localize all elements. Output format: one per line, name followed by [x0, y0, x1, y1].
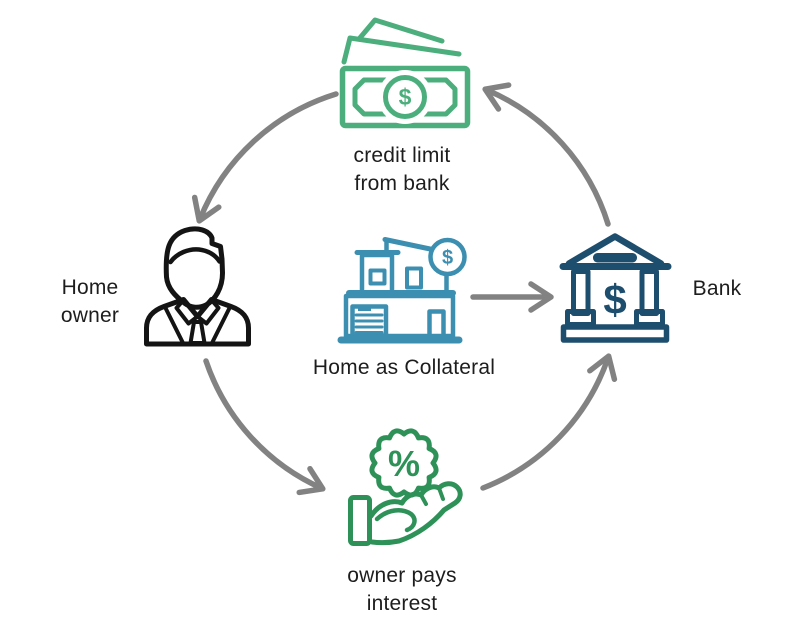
bank-label: Bank — [682, 275, 752, 303]
home-owner-label-line1: Home — [61, 276, 119, 299]
person-collar-left — [174, 298, 200, 326]
banknote-dollar-circle — [383, 75, 427, 119]
bank-column-base-right — [634, 309, 665, 327]
hand-outline — [368, 481, 463, 546]
house-tower — [359, 252, 395, 296]
house-door — [427, 309, 446, 339]
bank-icon: $ — [559, 233, 672, 343]
house-dollar-circle — [428, 237, 467, 277]
arrow-owner-to-interest — [203, 358, 326, 496]
bank-pediment-slot — [593, 253, 637, 263]
arrow-interest-to-bank — [480, 353, 618, 491]
home-owner-label-line2: owner — [60, 304, 120, 327]
hand-finger-gap-1 — [419, 493, 428, 506]
arrow-credit-to-owner — [191, 91, 339, 224]
credit-limit-label-line2: from bank — [354, 172, 450, 195]
flow-arrows — [191, 82, 618, 496]
interest-label-line1: owner pays — [347, 564, 457, 587]
person-collar-right — [195, 298, 221, 326]
hand-thumb — [374, 508, 417, 533]
hand-finger-gap-2 — [437, 486, 445, 501]
person-lapel-left — [164, 307, 185, 345]
collateral-label: Home as Collateral — [294, 354, 514, 382]
interest-label-line2: interest — [366, 592, 438, 615]
hand-cuff — [348, 495, 372, 546]
credit-limit-label-line1: credit limit — [353, 144, 451, 167]
person-hairline — [168, 247, 222, 265]
bill-fan-back — [341, 35, 462, 65]
interest-label: owner pays interest — [292, 562, 512, 618]
house-dollar-symbol: $ — [442, 247, 453, 269]
person-lapel-right — [210, 307, 231, 345]
bank-column-right — [639, 269, 659, 316]
bank-pediment — [565, 233, 665, 267]
percent-symbol: % — [388, 443, 420, 484]
person-head — [163, 226, 225, 310]
house-dollar-icon: $ — [337, 237, 467, 344]
house-garage-slats — [354, 313, 384, 334]
hand-percent-icon: % — [348, 428, 463, 546]
bank-dollar-symbol: $ — [603, 276, 626, 323]
house-tower-window — [368, 268, 387, 286]
person-tie — [188, 320, 207, 345]
banknote-dollar-symbol: $ — [399, 84, 412, 110]
house-garage-lintel — [358, 305, 371, 311]
bank-label-text: Bank — [692, 277, 742, 300]
credit-limit-label: credit limit from bank — [292, 142, 512, 198]
collateral-label-text: Home as Collateral — [312, 356, 496, 379]
banknote-inner-frame — [352, 77, 458, 117]
home-owner-label: Home owner — [25, 274, 155, 330]
banknote-outline — [339, 65, 471, 129]
bank-column-left — [571, 269, 591, 316]
arrow-bank-to-credit — [482, 82, 611, 227]
bank-plinth — [560, 324, 670, 343]
bank-column-base-left — [565, 309, 596, 327]
person-icon — [144, 226, 251, 347]
bill-fan-front — [356, 17, 445, 44]
banknotes-icon: $ — [339, 17, 471, 129]
house-upper-window — [405, 266, 423, 290]
percent-badge — [369, 428, 439, 498]
